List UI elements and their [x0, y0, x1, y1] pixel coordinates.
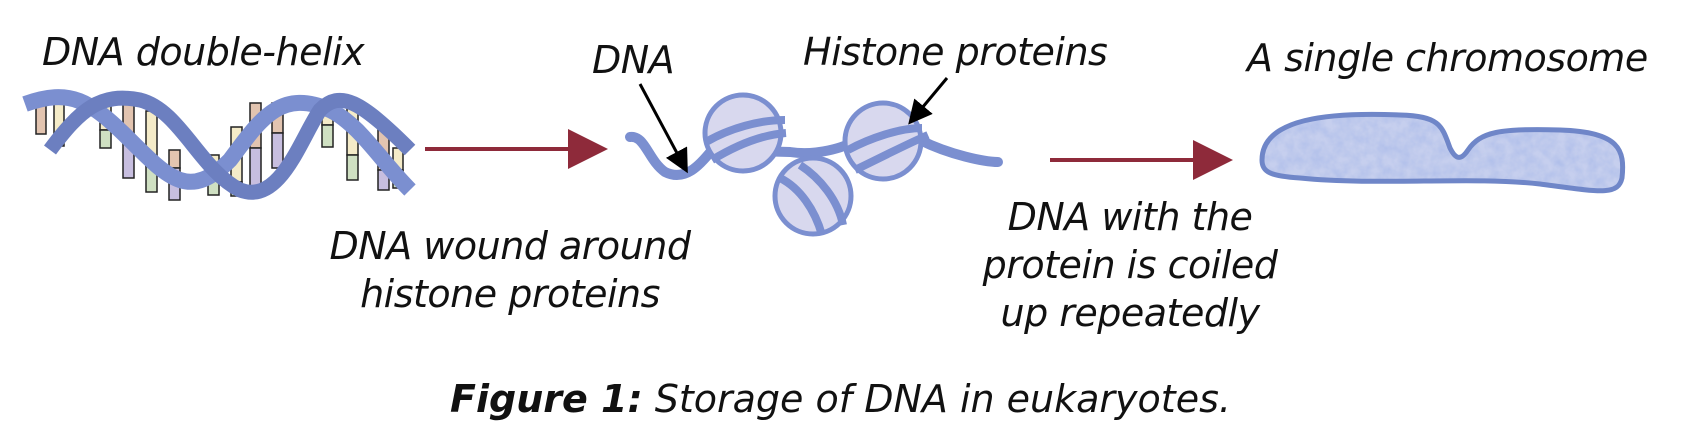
- dna-double-helix-illustration: [22, 89, 416, 201]
- label-single-chromosome: A single chromosome: [1247, 36, 1648, 80]
- label-dna-wound: DNA wound around histone proteins: [300, 222, 720, 318]
- label-line: histone proteins: [360, 272, 660, 316]
- nucleosome-illustration: [625, 92, 1003, 237]
- label-line: DNA wound around: [329, 224, 691, 268]
- label-dna-coiled: DNA with the protein is coiled up repeat…: [960, 193, 1300, 337]
- figure-caption: Figure 1: Storage of DNA in eukaryotes.: [0, 375, 1681, 423]
- label-line: protein is coiled: [982, 243, 1278, 287]
- label-line: up repeatedly: [1000, 291, 1260, 335]
- label-dna: DNA: [592, 38, 675, 82]
- caption-text: Storage of DNA in eukaryotes.: [642, 377, 1231, 421]
- figure-number: Figure 1:: [450, 377, 643, 421]
- histone-pointer-arrow: [908, 77, 949, 125]
- dna-pointer-arrow: [638, 83, 688, 174]
- label-dna-double-helix: DNA double-helix: [42, 30, 365, 74]
- label-histone-proteins: Histone proteins: [803, 30, 1108, 74]
- chromosome-illustration: [1259, 111, 1626, 194]
- label-line: DNA with the: [1007, 195, 1253, 239]
